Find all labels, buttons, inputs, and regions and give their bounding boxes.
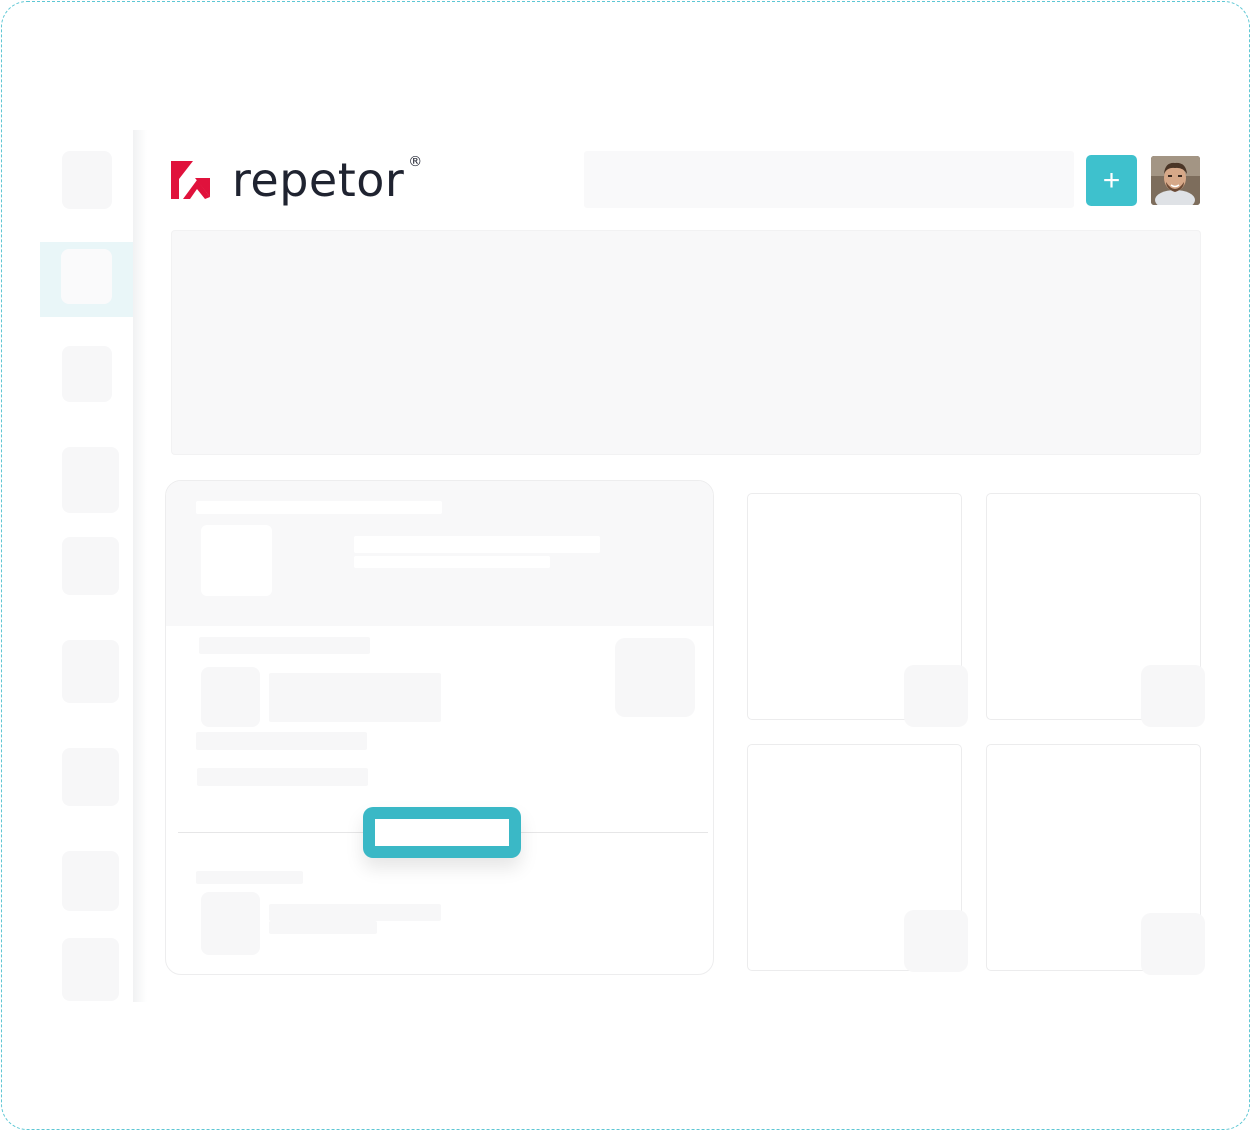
main-card [165,480,714,975]
sidebar-item-8[interactable] [62,851,119,911]
tile-4-badge [1141,913,1205,975]
sidebar-item-7[interactable] [62,748,119,806]
add-button[interactable]: + [1086,155,1137,206]
section-line-placeholder [196,732,367,750]
sidebar-item-1[interactable] [62,151,112,209]
card-title-placeholder [196,501,442,514]
section2-text-placeholder-2 [269,921,377,934]
avatar-photo [1151,156,1200,205]
user-avatar[interactable] [1151,156,1200,205]
brand-mark-icon [171,161,210,199]
section-icon-placeholder [201,667,260,727]
section-line-placeholder-2 [197,768,368,786]
hero-banner [171,230,1201,455]
sidebar-divider [133,130,147,1002]
highlighted-button[interactable] [363,807,521,858]
tile-1-badge [904,665,968,727]
plus-icon: + [1102,163,1121,197]
sidebar-item-2[interactable] [61,249,112,304]
tile-3-badge [904,910,968,972]
sidebar-item-9[interactable] [62,938,119,1001]
card-subtitle-placeholder [354,536,600,553]
sidebar-item-3[interactable] [62,346,112,402]
sidebar-item-5[interactable] [62,537,119,595]
section-action-placeholder[interactable] [615,638,695,717]
tile-2-badge [1141,665,1205,727]
brand-logo[interactable]: repetor® [170,150,423,210]
section2-text-placeholder [269,904,441,921]
card-thumbnail [201,525,272,596]
brand-name: repetor® [232,153,423,207]
section-text-placeholder [269,673,441,722]
section2-icon-placeholder [201,892,260,955]
sidebar-item-4[interactable] [62,447,119,513]
sidebar-item-6[interactable] [62,640,119,703]
search-input[interactable] [584,151,1074,208]
section-label-placeholder [199,637,370,654]
section2-label-placeholder [196,871,303,884]
registered-mark: ® [408,154,423,170]
card-subtitle-placeholder-2 [354,556,550,568]
